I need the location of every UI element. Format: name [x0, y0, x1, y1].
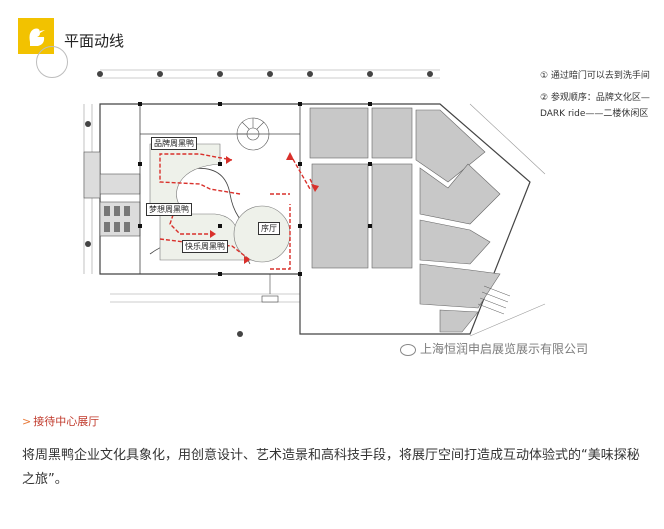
- body-paragraph: 将周黑鸭企业文化具象化，用创意设计、艺术造景和高科技手段，将展厅空间打造成互动体…: [22, 448, 640, 487]
- note-item: ① 通过暗门可以去到洗手间: [540, 71, 650, 81]
- company-watermark: 上海恒润申启展览展示有限公司: [400, 340, 588, 357]
- wechat-icon: [400, 343, 416, 356]
- floor-plan-drawing: [83, 69, 546, 337]
- page-title: 平面动线: [64, 32, 125, 50]
- section-title: >接待中心展厅: [22, 413, 99, 429]
- header: 平面动线: [0, 0, 664, 80]
- duck-logo-icon: [18, 18, 54, 54]
- plan-notes: ① 通过暗门可以去到洗手间 ② 参观顺序：品牌文化区—DARK ride——二楼…: [540, 68, 658, 128]
- decorative-circle-icon: [36, 46, 68, 78]
- zone-label-brand: 品牌周黑鸭: [151, 137, 197, 150]
- note-item: ② 参观顺序：品牌文化区—DARK ride——二楼休闲区: [540, 93, 650, 119]
- zone-label-dream: 梦想周黑鸭: [146, 203, 192, 216]
- watermark-text: 上海恒润申启展览展示有限公司: [420, 342, 589, 356]
- zone-label-happy: 快乐周黑鸭: [182, 240, 228, 253]
- zone-label-prelude: 序厅: [258, 222, 280, 235]
- floor-plan: 品牌周黑鸭 梦想周黑鸭 快乐周黑鸭 序厅: [0, 64, 664, 374]
- section-title-text: 接待中心展厅: [33, 415, 100, 428]
- angle-arrow-icon: >: [22, 415, 32, 428]
